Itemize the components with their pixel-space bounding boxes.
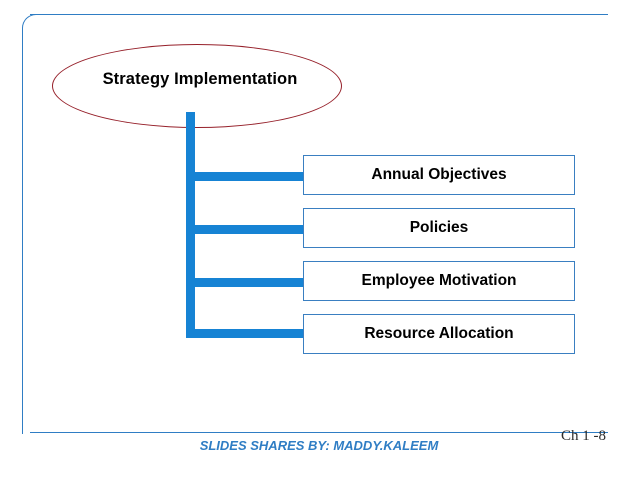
node-box-employee-motivation: Employee Motivation <box>303 261 575 301</box>
node-label: Policies <box>409 219 469 236</box>
node-box-resource-allocation: Resource Allocation <box>303 314 575 354</box>
node-label: Employee Motivation <box>361 272 517 289</box>
top-divider <box>30 14 608 15</box>
page-title: Strategy Implementation <box>102 70 298 88</box>
connector-branch-2 <box>186 225 308 234</box>
left-frame-divider <box>22 14 40 434</box>
node-box-policies: Policies <box>303 208 575 248</box>
connector-branch-4 <box>186 329 308 338</box>
node-label: Annual Objectives <box>371 166 507 183</box>
connector-branch-1 <box>186 172 308 181</box>
page-number: Ch 1 -8 <box>561 428 606 444</box>
footer-credit: SLIDES SHARES BY: MADDY.KALEEM <box>199 438 439 453</box>
node-box-annual-objectives: Annual Objectives <box>303 155 575 195</box>
node-label: Resource Allocation <box>364 325 514 342</box>
bottom-divider <box>30 432 608 433</box>
title-ellipse-shape <box>52 44 342 128</box>
connector-branch-3 <box>186 278 308 287</box>
